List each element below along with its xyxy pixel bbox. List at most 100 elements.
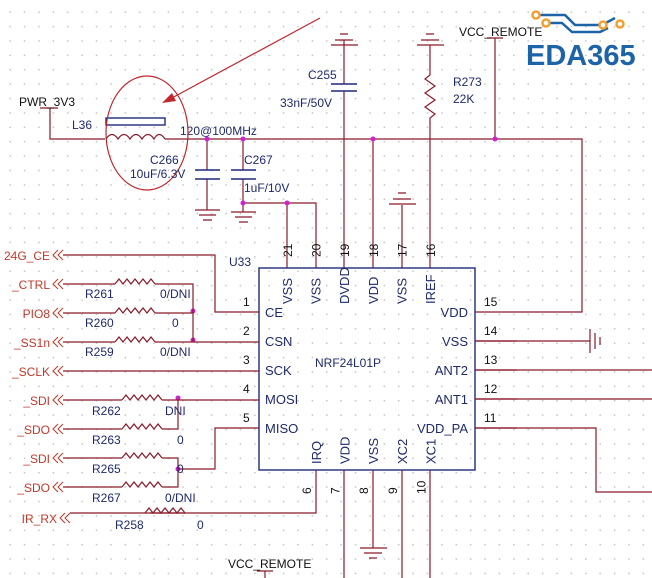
resistor-ref: R263 <box>92 433 121 447</box>
pin-number: 13 <box>484 353 498 367</box>
inductor-l36 <box>105 117 166 141</box>
resistor-ref: R267 <box>92 491 121 505</box>
ground-icon <box>360 547 387 559</box>
offpage-connector-icon <box>52 249 64 261</box>
pin-number: 19 <box>338 243 352 257</box>
offpage-connector-icon <box>52 423 64 435</box>
ic-u33-body <box>258 267 476 471</box>
net-label[interactable]: _SS1n <box>13 336 50 350</box>
net-label[interactable]: 24G_CE <box>4 249 50 263</box>
resistor-value: 0 <box>197 518 204 532</box>
resistor-r273 <box>417 33 444 268</box>
offpage-connector-icon <box>52 278 64 290</box>
vcc-remote-bottom-label: VCC_REMOTE <box>228 557 311 571</box>
bottom-wires <box>70 470 431 578</box>
resistor-value: 0 <box>172 316 179 330</box>
resistor-value: DNI <box>165 404 186 418</box>
net-label[interactable]: _SDO <box>16 481 50 495</box>
c266-ref: C266 <box>150 153 179 167</box>
offpage-connector-icon <box>52 307 64 319</box>
u33-value: NRF24L01P <box>315 356 381 370</box>
pin14-ground <box>475 329 601 353</box>
junctions <box>175 136 498 472</box>
pin-name: ANT1 <box>435 392 468 407</box>
resistor-r267 <box>121 481 163 488</box>
resistor-r262 <box>121 394 163 401</box>
pin-number: 3 <box>243 353 250 367</box>
resistor-ref: R260 <box>85 316 114 330</box>
resistor-r258 <box>144 507 186 514</box>
resistor-value: 0 <box>177 433 184 447</box>
arrow-head <box>162 93 176 103</box>
resistor-value: 0 <box>177 462 184 476</box>
pin-name: CE <box>265 305 283 320</box>
resistor-r261 <box>114 278 156 285</box>
resistor-ref: R258 <box>115 518 144 532</box>
pin-number: 8 <box>357 487 371 494</box>
resistor-r260 <box>114 307 156 314</box>
highlight-ellipse <box>105 75 189 191</box>
resistor-r263 <box>121 423 163 430</box>
net-label[interactable]: IR_RX <box>22 512 57 526</box>
pin-name: MOSI <box>265 392 298 407</box>
pin-number: 10 <box>414 480 428 494</box>
eda365-logo: EDA365 <box>526 10 636 72</box>
pin-number: 16 <box>424 243 438 257</box>
r273-value: 22K <box>453 92 474 106</box>
pin-number: 1 <box>243 295 250 309</box>
pin-name: XC1 <box>423 439 438 464</box>
pin-number: 15 <box>484 295 498 309</box>
c266-value: 10uF/6.3V <box>130 167 185 181</box>
resistor-ref: R259 <box>85 345 114 359</box>
left-wires <box>63 254 259 514</box>
resistor-ref: R265 <box>92 462 121 476</box>
c267-ref: C267 <box>244 153 273 167</box>
pin-name: MISO <box>265 421 298 436</box>
pin-number: 14 <box>484 324 498 338</box>
vcc-remote-symbol <box>257 570 273 578</box>
svg-text:EDA365: EDA365 <box>526 40 636 72</box>
l36-ref: L36 <box>72 118 92 132</box>
pin-name: DVDD <box>337 267 352 304</box>
net-label[interactable]: _SDO <box>16 423 50 437</box>
c267-value: 1uF/10V <box>244 181 289 195</box>
offpage-connector-icon <box>52 365 64 377</box>
u33-ref: U33 <box>229 255 251 269</box>
offpage-connector-icon <box>52 394 64 406</box>
c255-ref: C255 <box>308 68 337 82</box>
net-label[interactable]: _SDI <box>22 452 50 466</box>
net-label[interactable]: _CTRL <box>11 278 50 292</box>
resistor-ref: R261 <box>85 287 114 301</box>
pin-number: 17 <box>395 243 409 257</box>
pin-number: 2 <box>243 324 250 338</box>
rf-wires <box>475 369 652 493</box>
pin-number: 5 <box>243 411 250 425</box>
resistor-value: 0/DNI <box>160 287 191 301</box>
net-label[interactable]: _SDI <box>22 394 50 408</box>
pin-name: VDD <box>441 305 468 320</box>
pin-number: 18 <box>367 243 381 257</box>
net-label[interactable]: PIO8 <box>23 307 51 321</box>
resistor-r265 <box>121 452 163 459</box>
pin-name: VSS <box>366 438 381 464</box>
pin-number: 6 <box>300 487 314 494</box>
pin-name: IRQ <box>309 441 324 464</box>
pin-name: IREF <box>423 274 438 304</box>
pin-name: VSS <box>280 278 295 304</box>
r273-ref: R273 <box>453 75 482 89</box>
offpage-connector-icon <box>52 481 64 493</box>
vcc-remote-top-label: VCC_REMOTE <box>459 25 542 39</box>
annotation-arrow <box>169 17 321 100</box>
pin-name: VSS <box>394 278 409 304</box>
pin-name: ANT2 <box>435 363 468 378</box>
pwr-3v3-label: PWR_3V3 <box>19 95 75 109</box>
net-label[interactable]: _SCLK <box>11 365 50 379</box>
capacitor-c255 <box>331 33 358 268</box>
capacitor-c266 <box>195 139 220 221</box>
c255-value: 33nF/50V <box>280 96 332 110</box>
vdd-wire <box>372 139 403 268</box>
pin-number: 9 <box>386 487 400 494</box>
pin-name: SCK <box>265 363 292 378</box>
